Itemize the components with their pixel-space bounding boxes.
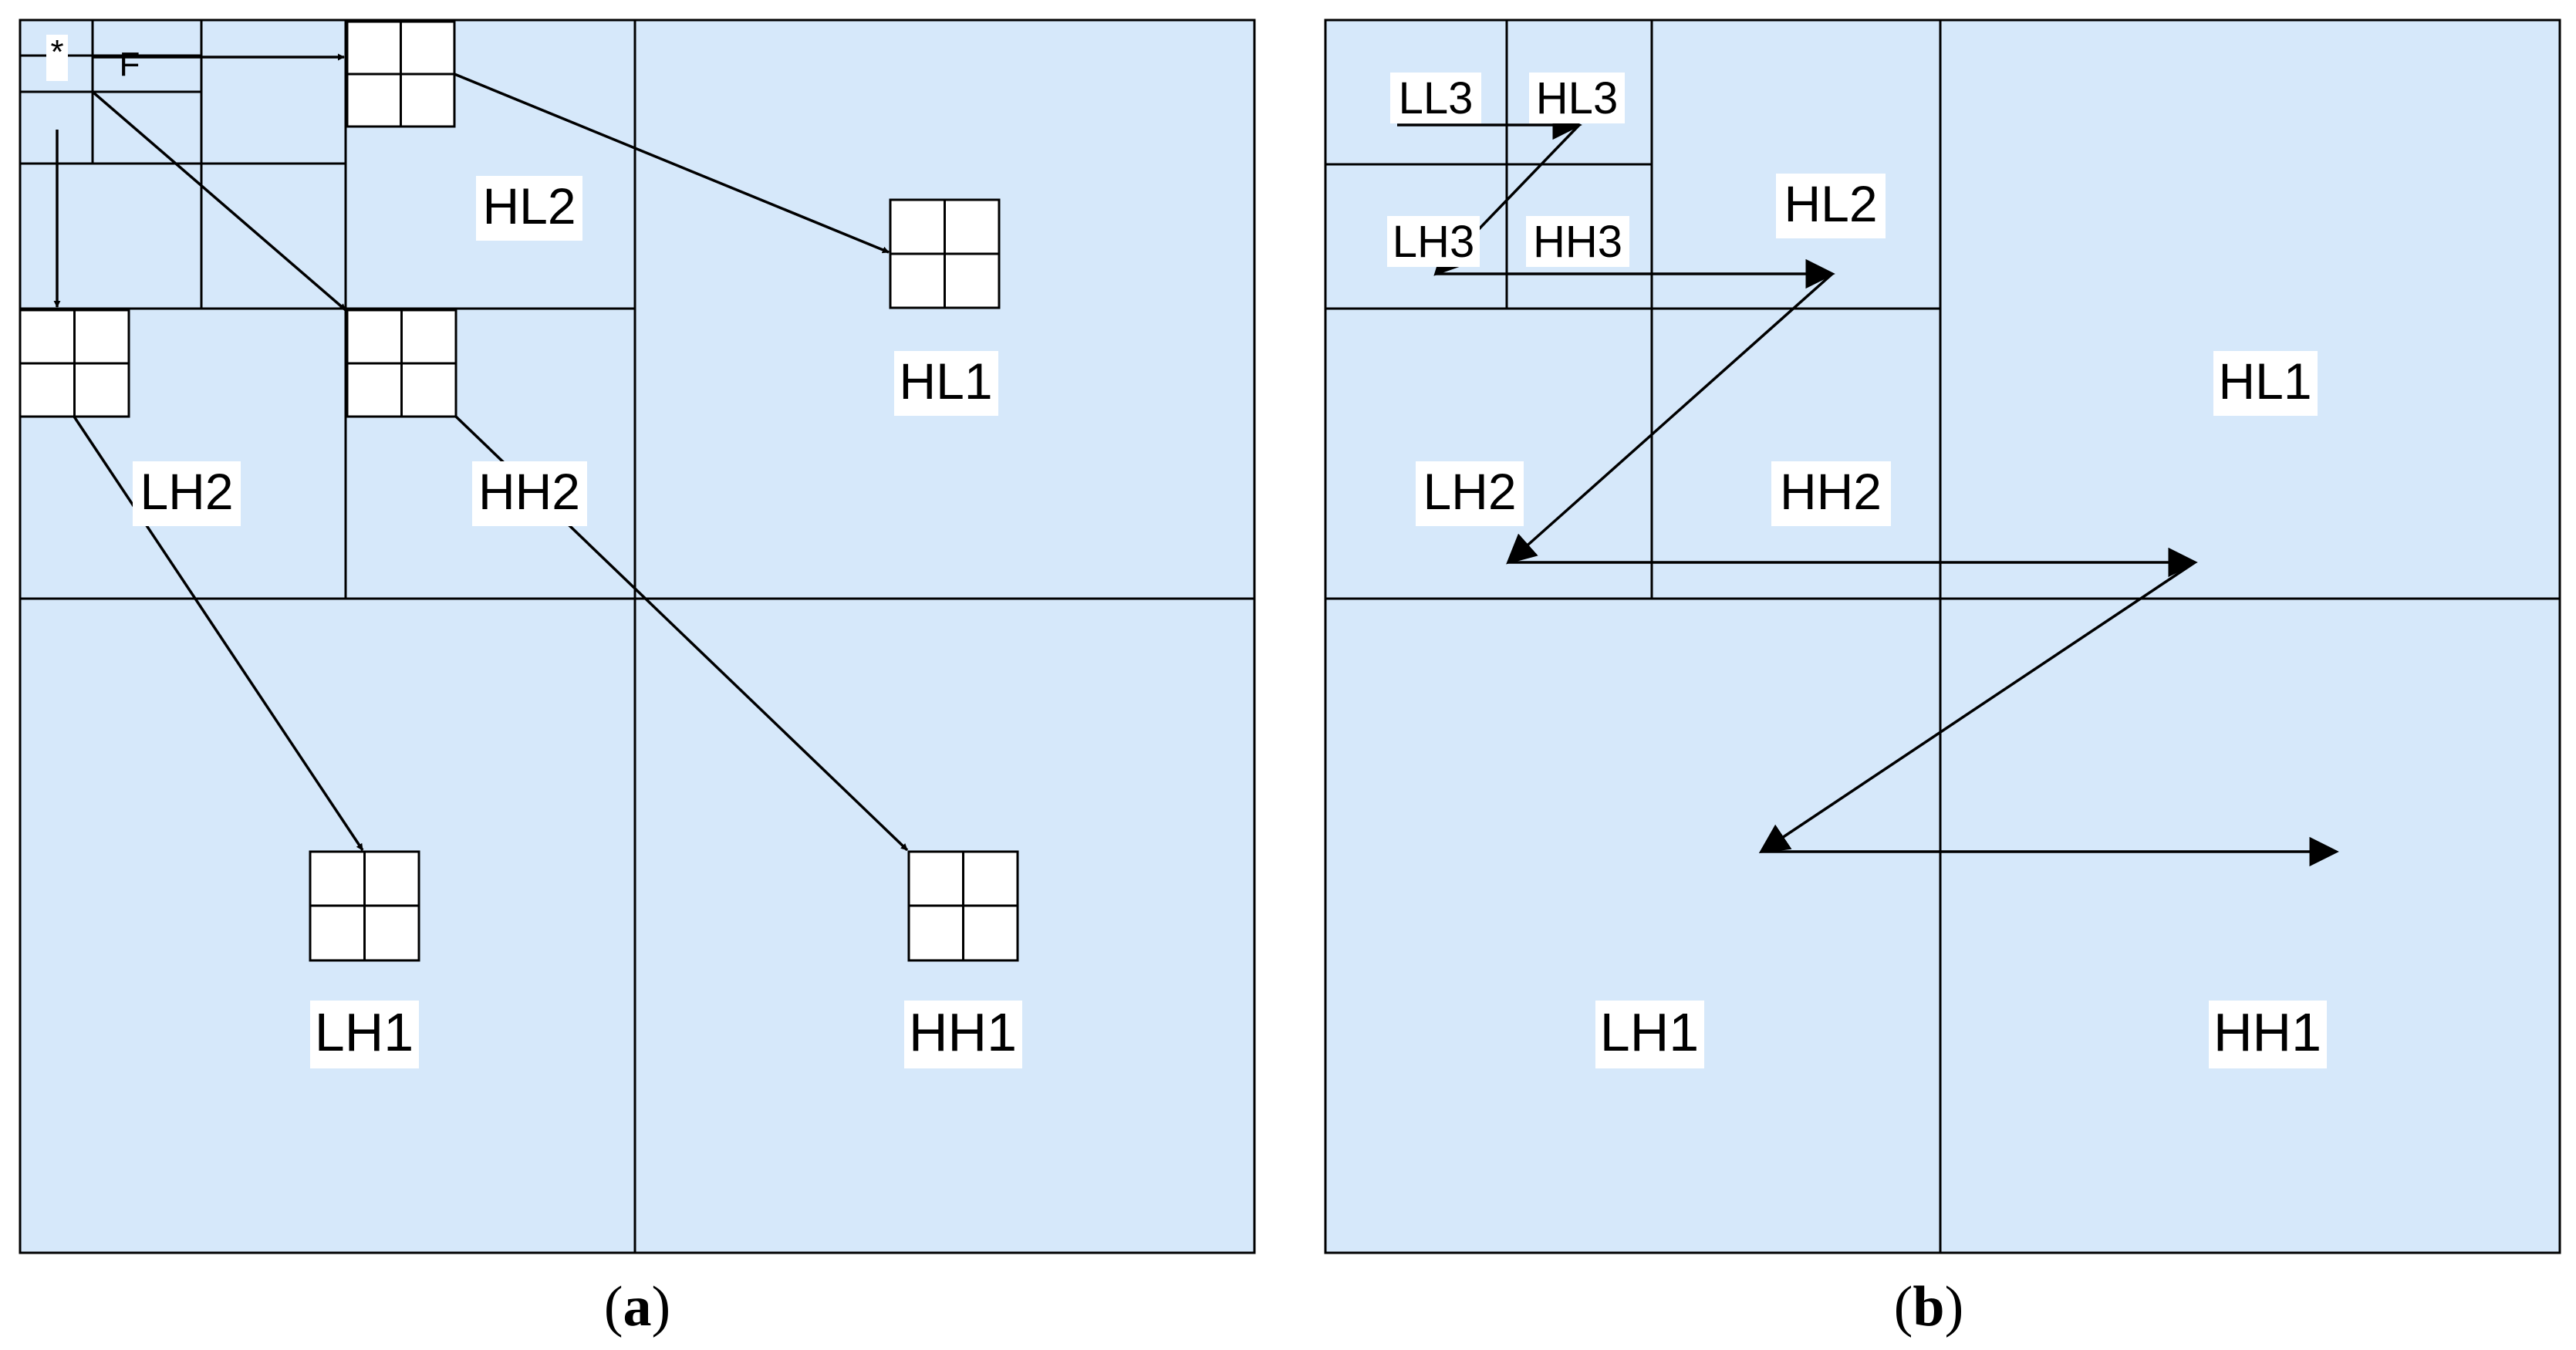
label-bg-hh1 [904,1001,1022,1068]
label-ll3: LL3 [1399,73,1474,123]
label-lh2: LH2 [140,463,233,520]
label-lh2-b: LH2 [1423,463,1516,520]
caption-b-letter: b [1913,1275,1944,1338]
label-hl1-b: HL1 [2218,353,2311,410]
scan-arrow-hl1-to-lh1 [1758,561,2196,854]
panel-b-frame [1324,19,2561,1254]
caption-a-open: ( [604,1275,623,1338]
label-bg-lh3 [1387,216,1480,267]
scan-arrow-hl2-to-lh2 [1506,272,1834,565]
caption-a-letter: a [623,1275,652,1338]
label-bg-lh1 [310,1001,419,1068]
coef-block-hl1 [889,198,1001,309]
caption-b-close: ) [1945,1275,1964,1338]
label-bg-lh1-b [1595,1001,1704,1068]
label-bg-hh2 [472,461,587,526]
label-bg-hh2-b [1771,461,1891,526]
panel-a: * F HL2 HL1 LH2 HH2 LH1 HH1 (a) [19,19,1256,1338]
label-bg-star [46,35,68,81]
label-bg-ll3 [1390,73,1481,123]
panel-a-frame [19,19,1256,1254]
coef-block-lh2 [19,309,130,418]
label-bg-hh3 [1526,216,1629,267]
label-bg-lh2 [133,461,241,526]
arrow-hl2-to-hl1 [454,73,890,254]
label-f: F [120,46,140,83]
label-lh1-b: LH1 [1600,1002,1699,1062]
label-hh1: HH1 [909,1002,1017,1062]
label-hh3: HH3 [1533,217,1622,267]
label-bg-hl1-b [2213,351,2318,416]
label-hh1-b: HH1 [2213,1002,2321,1062]
label-hl3: HL3 [1536,73,1618,123]
panel-b: LL3 HL3 LH3 HH3 HL2 HL1 LH2 HH2 LH1 HH1 … [1324,19,2561,1338]
caption-b: (b) [1894,1275,1963,1338]
coef-block-hl2 [346,20,456,128]
arrow-root-to-hh2 [91,90,347,312]
coef-block-hh1 [907,850,1019,962]
caption-b-open: ( [1894,1275,1913,1338]
label-hh2: HH2 [478,463,580,520]
arrow-lh2-to-lh1 [73,416,364,851]
caption-a-close: ) [652,1275,671,1338]
label-lh1: LH1 [315,1002,414,1062]
label-bg-hl3 [1529,73,1625,123]
label-star: * [50,33,63,71]
label-hh2-b: HH2 [1780,463,1882,520]
caption-a: (a) [604,1275,670,1338]
coef-block-lh1 [309,850,420,962]
label-lh3: LH3 [1393,217,1474,267]
label-bg-hl2 [476,176,582,241]
label-bg-hl2-b [1776,174,1886,238]
label-bg-hh1-b [2209,1001,2327,1068]
label-hl2: HL2 [482,177,576,235]
coef-block-hh2 [346,309,457,418]
label-bg-hl1 [894,351,998,416]
label-hl2-b: HL2 [1784,175,1877,232]
label-hl1: HL1 [899,353,992,410]
label-bg-lh2-b [1416,461,1524,526]
